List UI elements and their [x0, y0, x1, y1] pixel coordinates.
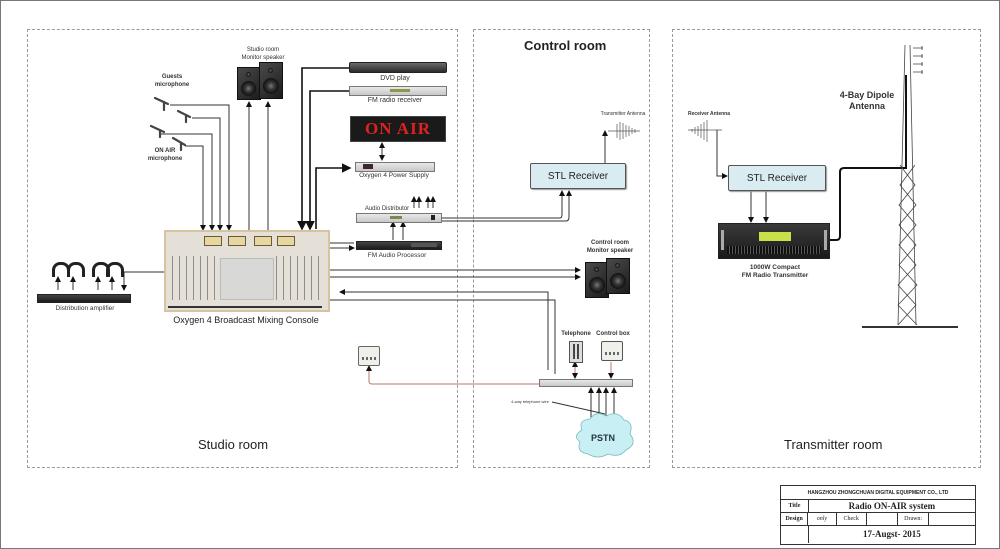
transmitter-antenna-label: Transmitter Antenna — [600, 111, 646, 117]
wire-telephone-label-pointer — [551, 401, 606, 415]
distribution-amplifier — [37, 294, 131, 303]
oxygen-4-mixing-console — [164, 230, 330, 312]
microphone-icon — [149, 96, 192, 152]
control-monitor-speaker-left — [585, 262, 609, 298]
drawn-key: Drawn: — [898, 512, 930, 525]
design-value: only — [808, 512, 837, 525]
dipole-antenna-label: 4-Bay Dipole Antenna — [839, 90, 895, 111]
control-monitor-speaker-right — [606, 258, 630, 294]
wire-mic-3 — [160, 133, 215, 231]
on-air-sign: ON AIR — [350, 116, 446, 142]
telephone-label: Telephone — [561, 331, 591, 337]
wire-console-hybrid-2 — [326, 299, 556, 374]
headphone-icon — [106, 262, 124, 277]
studio-room — [27, 29, 458, 468]
title-value: Radio ON-AIR system — [848, 500, 936, 511]
company-name: HANGZHOU ZHONGCHUAN DIGITAL EQUIPMENT CO… — [807, 489, 949, 496]
telephone-hybrid — [539, 379, 633, 387]
fm-radio-receiver-label: FM radio receiver — [367, 97, 423, 104]
control-box-icon — [601, 341, 623, 361]
receiver-antenna-label: Receiver Antenna — [687, 111, 731, 117]
studio-monitor-speaker-right — [259, 62, 283, 99]
dvd-player-label: DVD play — [380, 75, 410, 82]
onair-mic-label: ON AIR microphone — [147, 148, 183, 162]
wire-tx-tower — [828, 75, 907, 241]
transmitter-room — [672, 29, 981, 468]
wire-power-supply — [315, 163, 352, 229]
studio-control-box — [358, 346, 380, 366]
fm-radio-receiver — [349, 86, 447, 96]
wire-dist-stl-1 — [441, 190, 565, 219]
transmitter-room-label: Transmitter room — [784, 437, 883, 452]
pstn-label: PSTN — [590, 433, 615, 443]
fm-audio-processor-label: FM Audio Processor — [367, 252, 427, 259]
wire-dvd — [297, 67, 349, 231]
title-block: HANGZHOU ZHONGCHUAN DIGITAL EQUIPMENT CO… — [780, 485, 976, 545]
date-value: 17-Augst- 2015 — [863, 529, 921, 539]
check-key: Check — [837, 512, 867, 525]
wire-controlbox-hybrid — [366, 365, 540, 385]
wire-console-distamp — [121, 271, 166, 291]
control-box-label: Control box — [596, 331, 630, 337]
transmitter-antenna-icon — [608, 122, 640, 140]
headphone-icon — [67, 262, 85, 277]
oxygen-4-power-supply — [355, 162, 435, 172]
wire-mic-1 — [170, 104, 232, 231]
check-value — [867, 512, 899, 525]
title-key: Title — [781, 499, 809, 512]
receiver-antenna-icon — [688, 120, 722, 142]
power-supply-label: Oxygen 4 Power Supply — [359, 172, 429, 179]
transmitter-label: 1000W Compact FM Radio Transmitter — [741, 264, 809, 279]
pstn-cloud-icon — [576, 413, 634, 458]
control-room — [473, 29, 650, 468]
fm-audio-processor — [356, 241, 442, 250]
control-stl-receiver: STL Receiver — [530, 163, 626, 189]
wire-fm-receiver — [305, 90, 349, 231]
guests-mic-label: Guests microphone — [154, 74, 190, 88]
date-key — [781, 525, 809, 543]
design-key: Design — [781, 512, 809, 525]
audio-distributor-label: Audio Distributor — [364, 206, 410, 212]
wire-hybrid-console-1 — [339, 289, 549, 370]
dipole-tower-icon — [862, 44, 958, 328]
wire-rx-antenna-stl — [716, 130, 728, 179]
distribution-amplifier-label: Distribution amplifier — [55, 305, 115, 312]
console-label: Oxygen 4 Broadcast Mixing Console — [173, 315, 319, 325]
transmitter-stl-receiver: STL Receiver — [728, 165, 826, 191]
wire-mic-4 — [185, 145, 206, 231]
control-monitor-label: Control room Monitor speaker — [586, 240, 634, 254]
drawn-value — [929, 512, 975, 525]
wire-dist-stl-2 — [441, 190, 572, 222]
studio-room-label: Studio room — [198, 437, 269, 452]
studio-monitor-label: Studio room Monitor speaker — [241, 47, 285, 61]
fm-transmitter — [718, 223, 830, 259]
wire-mic-2 — [192, 117, 223, 231]
telephone-icon — [569, 341, 583, 363]
dvd-player — [349, 62, 447, 73]
control-room-title: Control room — [524, 38, 607, 53]
audio-distributor — [356, 213, 442, 223]
telephone-wire-label: 4-way telephone wire — [511, 399, 549, 404]
